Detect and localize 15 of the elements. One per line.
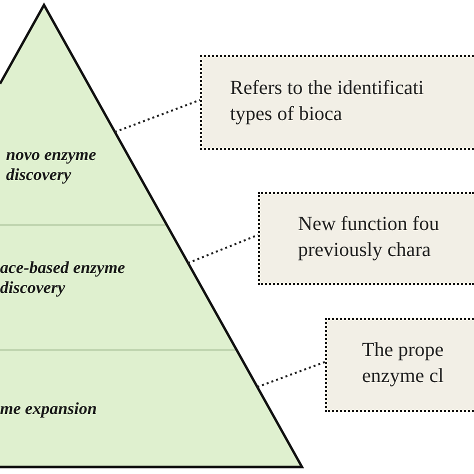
pyramid-tier — [0, 350, 302, 467]
description-text: Refers to the identificati types of bioca — [230, 76, 425, 127]
leader-line — [114, 99, 200, 133]
tier-label: me expansion — [0, 399, 98, 419]
description-box — [325, 318, 474, 412]
description-box — [258, 192, 474, 285]
leader-line — [188, 234, 258, 264]
description-box — [200, 55, 474, 150]
tier-label: ace-based enzyme discovery — [0, 258, 126, 298]
description-text: New function fou previously chara — [298, 212, 440, 263]
description-text: The prope enzyme cl — [362, 338, 445, 389]
leader-line — [256, 361, 326, 388]
pyramid-tier — [0, 225, 237, 350]
pyramid-tier — [0, 5, 167, 225]
tier-label: novo enzyme discovery — [6, 145, 98, 185]
